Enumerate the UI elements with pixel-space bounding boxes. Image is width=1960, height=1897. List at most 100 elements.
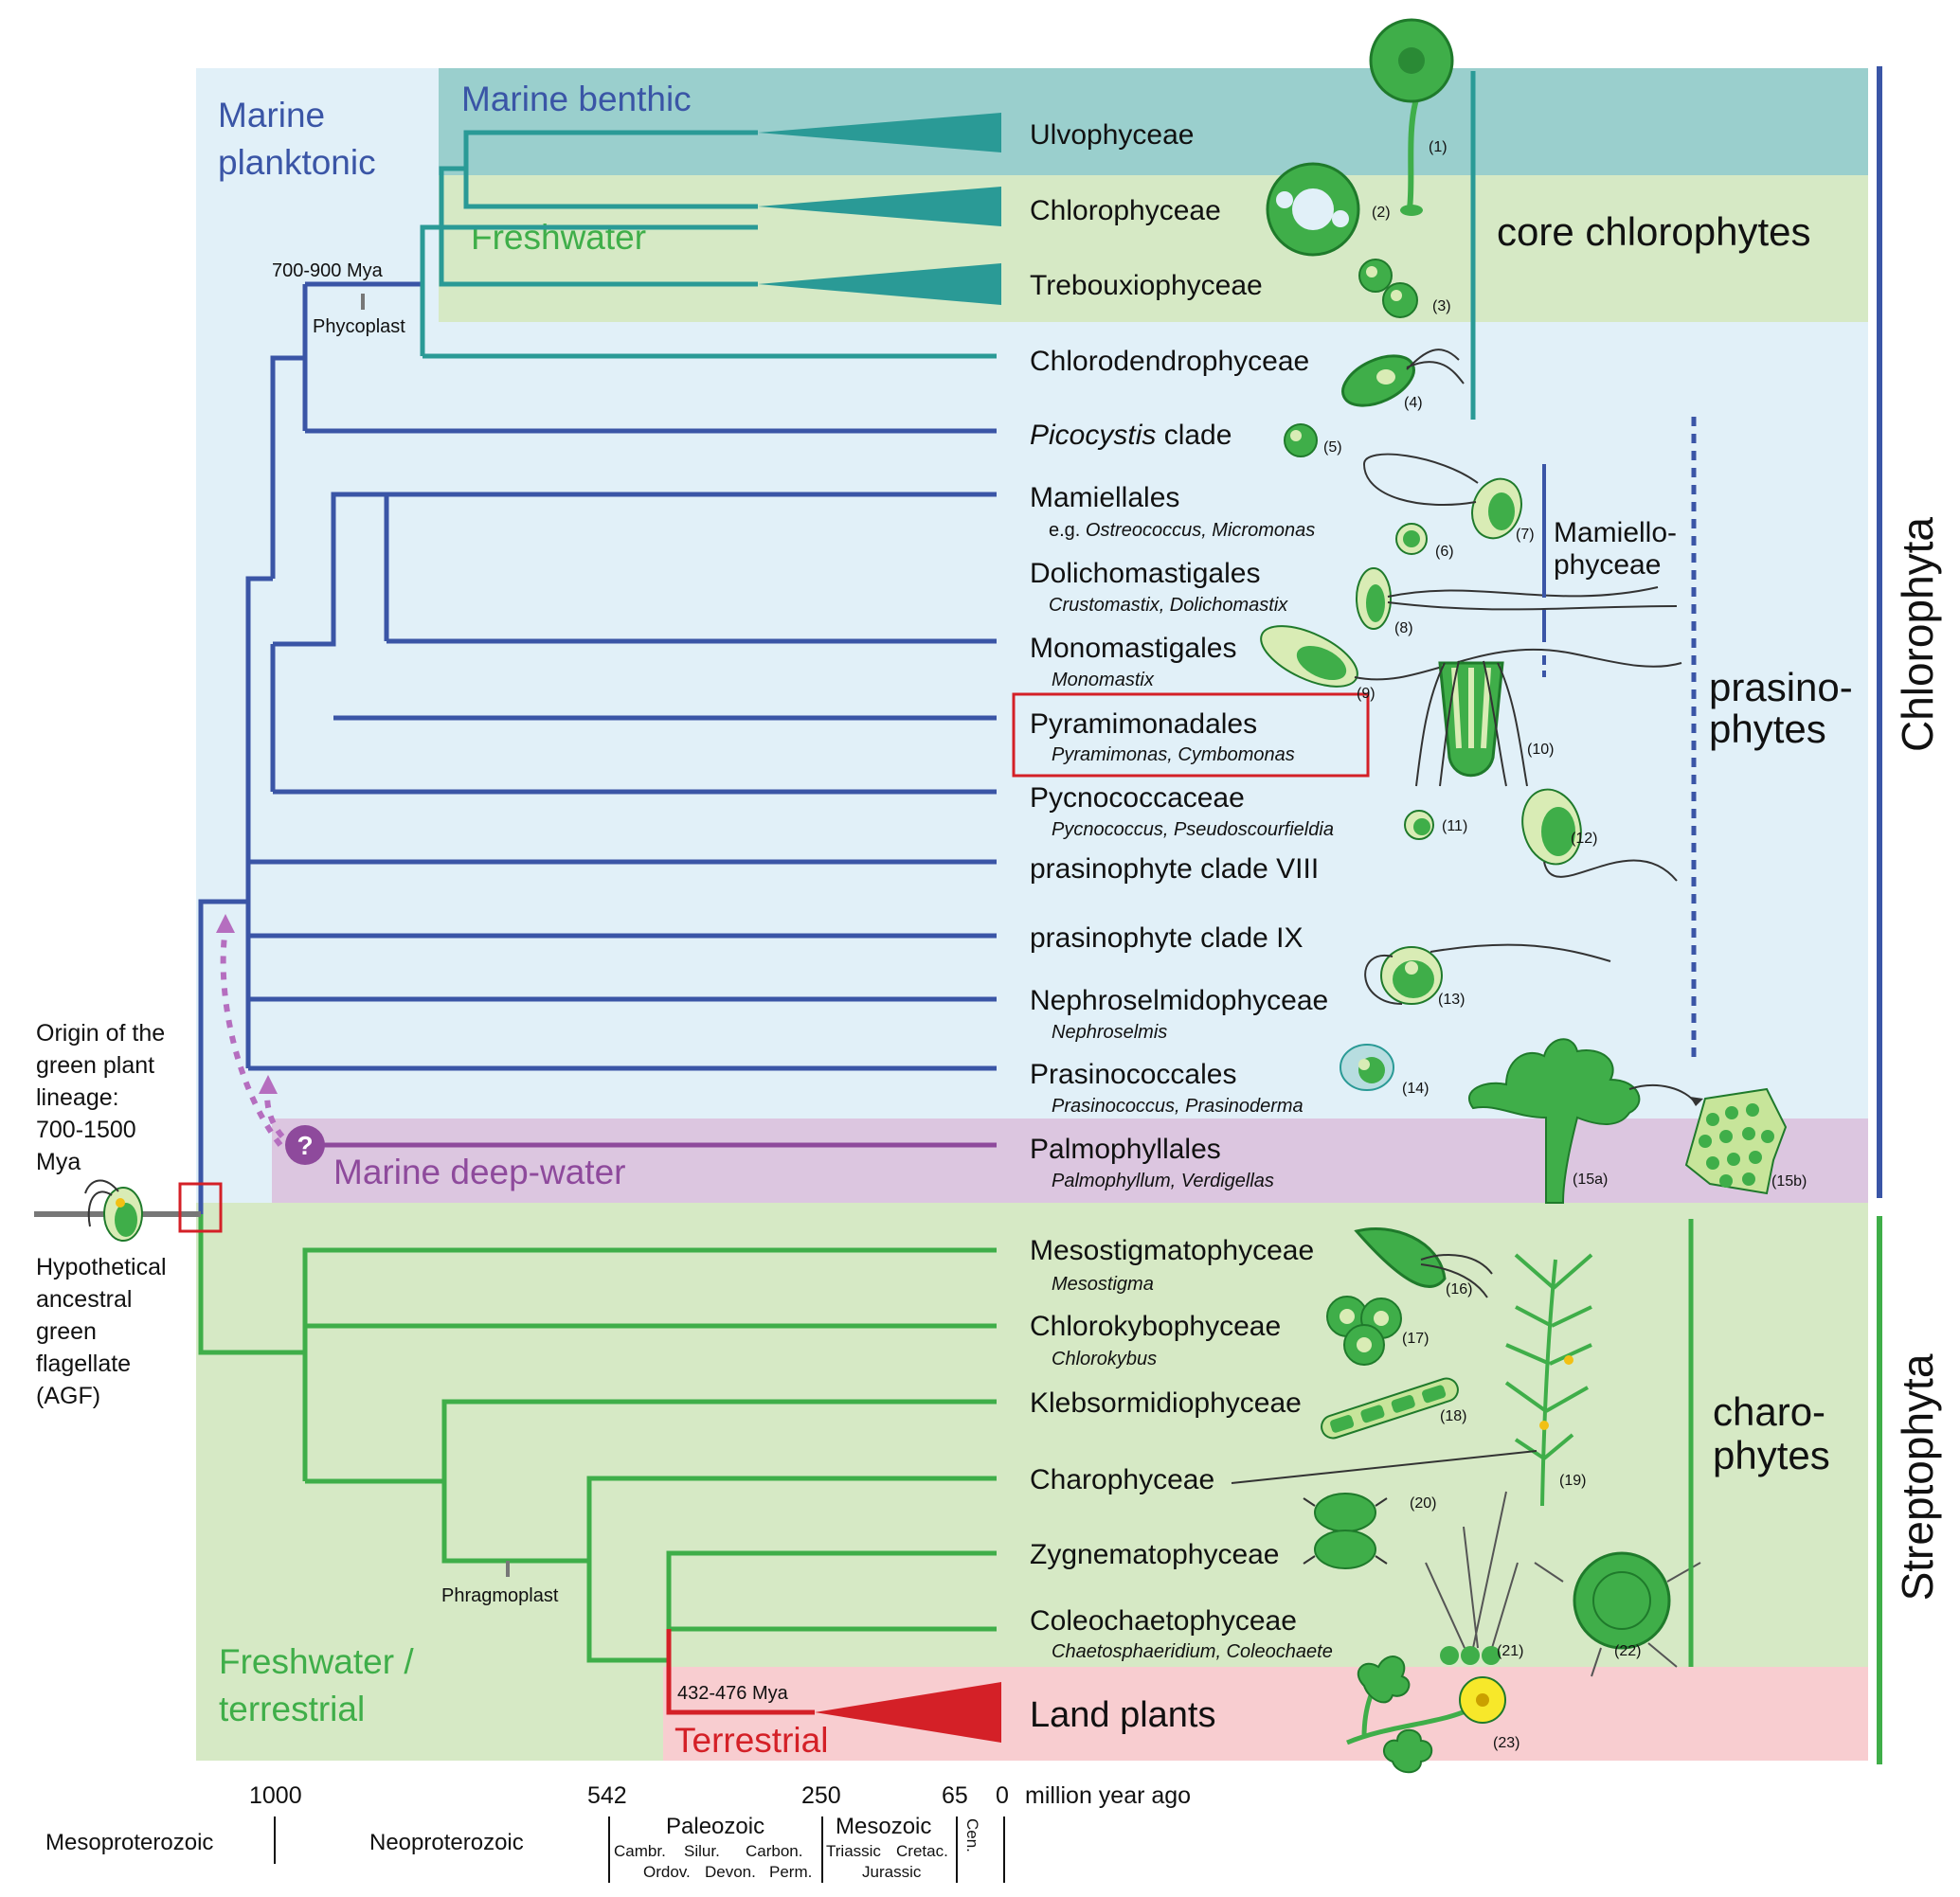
verdigellas-illustration — [1684, 1087, 1788, 1195]
taxon-nephroselmidophyceae-sub: Nephroselmis — [1052, 1022, 1167, 1043]
pseudoscourfieldia-illustration — [1521, 788, 1678, 882]
num-6: (6) — [1435, 544, 1454, 560]
taxon-pyramimonadales-sub: Pyramimonas, Cymbomonas — [1052, 744, 1295, 765]
chlorophyte-illustration — [1266, 162, 1360, 257]
mesozoic-periods-bottom: Jurassic — [862, 1863, 922, 1881]
question-mark: ? — [297, 1131, 313, 1160]
tick-0: 0 — [996, 1782, 1009, 1809]
taxon-klebsormidiophyceae: Klebsormidiophyceae — [1030, 1387, 1302, 1419]
klebsormidium-illustration — [1321, 1377, 1459, 1440]
origin-annotation: Origin of the green plant lineage: 700-1… — [36, 1020, 171, 1175]
habitat-terrestrial: Terrestrial — [674, 1721, 828, 1760]
phycoplast-label: Phycoplast — [313, 316, 405, 337]
taxon-picocystis: Picocystis clade — [1030, 420, 1232, 451]
taxon-pycnococcaceae-sub: Pycnococcus, Pseudoscourfieldia — [1052, 819, 1334, 840]
taxon-pycnococcaceae: Pycnococcaceae — [1030, 782, 1245, 814]
tick-1000: 1000 — [249, 1782, 302, 1809]
taxon-pyramimonadales: Pyramimonadales — [1030, 708, 1257, 740]
agf-annotation: Hypothetical ancestral green flagellate … — [36, 1254, 173, 1409]
taxon-charophyceae: Charophyceae — [1030, 1464, 1214, 1495]
taxon-mamiellales-sub: e.g. Ostreococcus, Micromonas — [1049, 520, 1315, 541]
tree-core-chlorophytes — [420, 130, 997, 359]
dispersal-arrowhead-2 — [259, 1075, 278, 1094]
taxon-mesostigmatophyceae: Mesostigmatophyceae — [1030, 1235, 1314, 1266]
clade-triangle-land-plants — [815, 1682, 1001, 1743]
dispersal-arrow-2 — [264, 1088, 285, 1138]
habitat-marine-deep: Marine deep-water — [333, 1153, 625, 1191]
taxon-prasinococcales: Prasinococcales — [1030, 1059, 1236, 1090]
clade-triangle-trebouxiophyceae — [758, 263, 1001, 305]
era-mesoproterozoic: Mesoproterozoic — [45, 1830, 213, 1855]
picocystis-illustration — [1284, 423, 1318, 457]
era-cenozoic: Cen. — [963, 1818, 981, 1852]
chara-oogonium — [1564, 1355, 1573, 1365]
taxon-monomastigales: Monomastigales — [1030, 633, 1236, 664]
taxon-coleochaetophyceae-sub: Chaetosphaeridium, Coleochaete — [1052, 1641, 1333, 1662]
group-charophytes: charo- phytes — [1713, 1389, 1837, 1477]
timescale-unit: million year ago — [1025, 1782, 1191, 1809]
ulvophyte-illustration — [1369, 18, 1454, 216]
num-13: (13) — [1438, 992, 1465, 1008]
chlorokybus-illustration — [1326, 1296, 1402, 1366]
dispersal-arrow-1 — [220, 927, 283, 1147]
cosmarium-illustration — [1303, 1493, 1388, 1569]
mesostigma-illustration — [1354, 1226, 1493, 1298]
num-3: (3) — [1432, 298, 1451, 314]
dolichomastix-illustration — [1356, 567, 1678, 630]
num-15a: (15a) — [1573, 1172, 1608, 1188]
dispersal-arrowhead-1 — [216, 914, 235, 933]
bg-marine-deep — [272, 1119, 1868, 1203]
num-19: (19) — [1559, 1473, 1586, 1489]
nephroselmis-illustration — [1364, 943, 1611, 1005]
micromonas-illustration — [1362, 453, 1522, 540]
taxon-mamiellales: Mamiellales — [1030, 482, 1179, 513]
highlight-box-pyramimonadales — [1012, 692, 1370, 778]
taxon-chlorodendrophyceae: Chlorodendrophyceae — [1030, 346, 1309, 377]
ostreococcus-illustration — [1395, 523, 1428, 555]
era-neoproterozoic: Neoproterozoic — [369, 1830, 524, 1855]
taxon-monomastigales-sub: Monomastix — [1052, 670, 1155, 690]
taxon-ulvophyceae: Ulvophyceae — [1030, 119, 1194, 151]
organism-numbers: (1) (2) (3) (4) (5) (6) (7) (8) (9) (10)… — [1323, 139, 1807, 1751]
tree-streptophyta — [198, 1214, 997, 1663]
mesozoic-periods-top: Triassic Cretac. — [826, 1842, 948, 1860]
agf-illustration — [84, 1179, 143, 1242]
taxon-palmophyllales-sub: Palmophyllum, Verdigellas — [1052, 1171, 1274, 1191]
taxon-mesostigmatophyceae-sub: Mesostigma — [1052, 1274, 1154, 1295]
group-mamiellophyceae: Mamiello- phyceae — [1554, 517, 1684, 581]
monomastix-illustration — [1260, 625, 1682, 688]
chlorodendrophyte-illustration — [1341, 349, 1465, 407]
group-core-chlorophytes: core chlorophytes — [1497, 209, 1811, 254]
root-highlight-box — [178, 1182, 223, 1233]
mya-700-900-label: 700-900 Mya — [272, 260, 384, 281]
era-mesozoic: Mesozoic — [836, 1814, 931, 1839]
num-20: (20) — [1410, 1495, 1436, 1512]
tree-chlorophyta — [198, 281, 997, 1214]
bg-marine-benthic — [439, 68, 1868, 175]
taxon-labels: Ulvophyceae Chlorophyceae Trebouxiophyce… — [1012, 119, 1370, 1735]
mya-432-476-label: 432-476 Mya — [677, 1683, 789, 1704]
pyramimonas-illustration — [1415, 660, 1528, 787]
clade-triangle-chlorophyceae — [758, 187, 1001, 226]
group-chlorophyta: Chlorophyta — [1893, 517, 1942, 752]
num-9: (9) — [1357, 686, 1376, 702]
group-prasinophytes: prasino- phytes — [1709, 665, 1863, 751]
taxon-clade-viii: prasinophyte clade VIII — [1030, 853, 1319, 885]
num-14: (14) — [1402, 1081, 1429, 1097]
num-1: (1) — [1429, 139, 1448, 155]
taxon-chlorokybophyceae-sub: Chlorokybus — [1052, 1349, 1157, 1369]
paleozoic-periods-bottom: Ordov. Devon. Perm. — [643, 1863, 812, 1881]
chaetosphaeridium-illustration — [1425, 1491, 1519, 1665]
pycnococcus-illustration — [1404, 810, 1434, 840]
num-22: (22) — [1614, 1643, 1641, 1659]
taxon-prasinococcales-sub: Prasinococcus, Prasinoderma — [1052, 1096, 1304, 1117]
clade-triangle-ulvophyceae — [758, 113, 1001, 152]
num-16: (16) — [1446, 1281, 1472, 1297]
habitat-marine-benthic: Marine benthic — [461, 80, 692, 118]
bg-freshwater — [439, 175, 1868, 322]
taxon-zygnematophyceae: Zygnematophyceae — [1030, 1539, 1280, 1570]
taxon-nephroselmidophyceae: Nephroselmidophyceae — [1030, 985, 1328, 1016]
num-17: (17) — [1402, 1331, 1429, 1347]
num-4: (4) — [1404, 395, 1423, 411]
question-circle — [285, 1125, 325, 1165]
